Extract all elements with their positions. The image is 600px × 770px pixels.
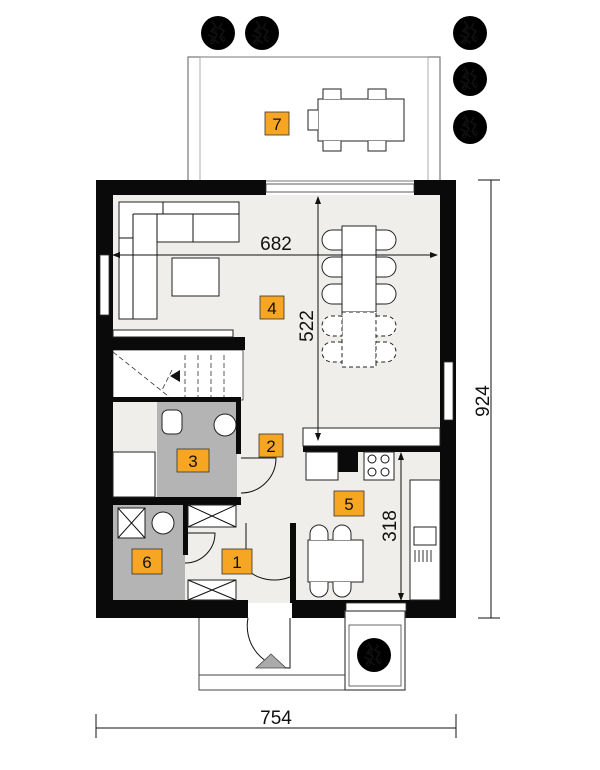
sofa: [118, 201, 240, 320]
entrance-arrow-icon: [254, 653, 288, 669]
tree-icon: [200, 15, 236, 51]
svg-text:1: 1: [232, 553, 241, 572]
dimension-living-width: 682: [112, 234, 438, 258]
svg-text:4: 4: [267, 299, 276, 318]
tree-icon: [452, 61, 488, 97]
svg-text:5: 5: [344, 495, 353, 514]
room-label-1: 1: [221, 548, 253, 575]
tv-console: [112, 329, 234, 338]
kitchen-units: [302, 427, 441, 601]
tree-icon: [356, 637, 392, 673]
dining-table: [321, 225, 397, 368]
svg-text:754: 754: [260, 708, 292, 729]
dimension-kitchen-depth: 318: [380, 452, 404, 601]
terrace: [187, 56, 441, 182]
svg-text:924: 924: [473, 385, 494, 417]
room-label-5: 5: [333, 490, 365, 517]
entrance-porch: [198, 610, 406, 691]
room-label-4: 4: [259, 295, 285, 320]
bathtub: [112, 451, 156, 498]
coffee-table: [171, 257, 220, 297]
svg-text:6: 6: [142, 553, 151, 572]
dimension-total-depth: 924: [473, 179, 500, 619]
tree-icon: [452, 15, 488, 51]
svg-text:522: 522: [297, 310, 318, 342]
dimension-living-depth: 522: [297, 196, 321, 441]
svg-text:318: 318: [380, 510, 401, 542]
sink-icon: [213, 413, 237, 437]
terrace-dining-table: [307, 88, 405, 152]
room-label-2: 2: [258, 433, 284, 458]
room-label-7: 7: [264, 111, 290, 136]
dimension-total-width: 754: [95, 708, 457, 738]
toilet-icon: [161, 409, 183, 435]
svg-text:2: 2: [266, 437, 275, 456]
tree-icon: [244, 15, 280, 51]
kitchen-table: [307, 524, 364, 598]
room-label-3: 3: [176, 448, 210, 473]
tree-icon: [452, 109, 488, 145]
wardrobes: [187, 504, 237, 601]
svg-text:682: 682: [260, 234, 292, 255]
room-label-6: 6: [131, 548, 163, 575]
washer: [117, 507, 175, 539]
svg-text:7: 7: [272, 115, 281, 134]
svg-text:3: 3: [188, 452, 197, 471]
